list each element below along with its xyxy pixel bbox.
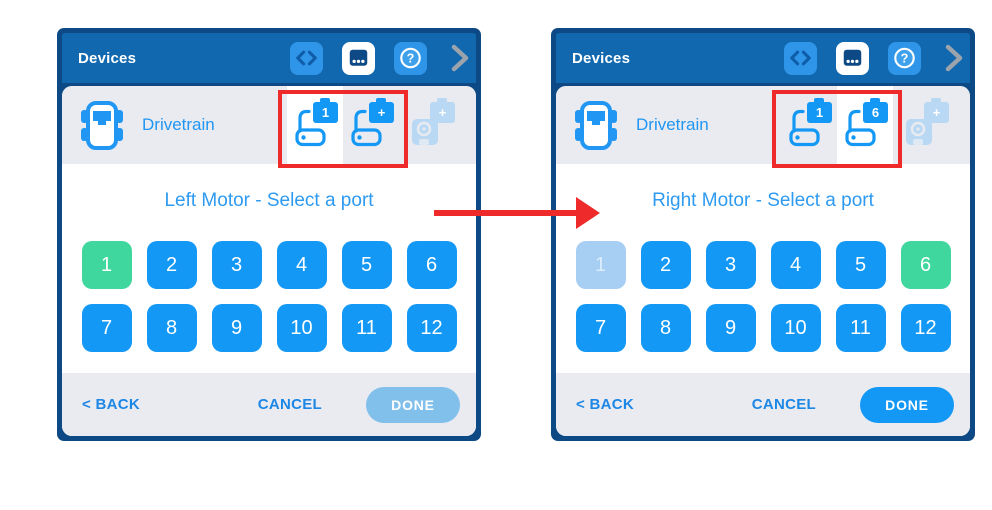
gyro-tab[interactable]: + <box>404 86 460 164</box>
cancel-button[interactable]: CANCEL <box>257 396 322 413</box>
dialog-footer: < BACK CANCEL DONE <box>556 373 970 436</box>
chevron-right-icon[interactable] <box>944 41 964 75</box>
port-button-12[interactable]: 12 <box>900 304 951 352</box>
brain-devices-icon[interactable] <box>342 41 375 75</box>
drivetrain-row[interactable]: Drivetrain 1 <box>556 86 970 168</box>
port-button-8[interactable]: 8 <box>146 304 197 352</box>
port-badge: 1 <box>313 98 338 123</box>
devices-header: Devices ? <box>62 33 476 83</box>
select-port-title: Right Motor - Select a port <box>652 190 874 211</box>
help-icon[interactable]: ? <box>888 41 921 75</box>
dialog-footer: < BACK CANCEL DONE <box>62 373 476 436</box>
port-button-5[interactable]: 5 <box>835 241 886 289</box>
motor-tab-2[interactable]: 6 <box>837 86 893 164</box>
cancel-button[interactable]: CANCEL <box>751 396 816 413</box>
motor-tab-2[interactable]: + <box>343 86 399 164</box>
question-glyph: ? <box>901 51 909 65</box>
devices-panel-left: Devices ? <box>57 28 481 441</box>
port-button-7[interactable]: 7 <box>81 304 132 352</box>
page-title: Devices <box>572 49 631 67</box>
devices-panel-right: Devices ? <box>551 28 975 441</box>
page-title: Devices <box>78 49 137 67</box>
drivetrain-icon <box>81 101 123 150</box>
port-button-4[interactable]: 4 <box>770 241 821 289</box>
port-button-1[interactable]: 1 <box>81 241 132 289</box>
port-button-7[interactable]: 7 <box>575 304 626 352</box>
port-button-2[interactable]: 2 <box>640 241 691 289</box>
select-port-title: Left Motor - Select a port <box>164 190 374 211</box>
motor-icon <box>295 109 326 147</box>
motor-icon <box>789 109 820 147</box>
port-button-9[interactable]: 9 <box>705 304 756 352</box>
port-button-8[interactable]: 8 <box>640 304 691 352</box>
port-button-4[interactable]: 4 <box>276 241 327 289</box>
gyro-tab[interactable]: + <box>898 86 954 164</box>
port-button-11[interactable]: 11 <box>835 304 886 352</box>
motor-tab-1[interactable]: 1 <box>781 86 837 164</box>
port-button-10[interactable]: 10 <box>276 304 327 352</box>
port-button-3[interactable]: 3 <box>211 241 262 289</box>
port-button-10[interactable]: 10 <box>770 304 821 352</box>
code-icon[interactable] <box>290 41 323 75</box>
port-button-11[interactable]: 11 <box>341 304 392 352</box>
port-button-6[interactable]: 6 <box>900 241 951 289</box>
device-config-card: Drivetrain 1 <box>556 86 970 436</box>
motor-icon <box>845 109 876 147</box>
back-button[interactable]: < BACK <box>82 396 141 413</box>
port-button-3[interactable]: 3 <box>705 241 756 289</box>
question-glyph: ? <box>407 51 415 65</box>
port-button-6[interactable]: 6 <box>406 241 457 289</box>
port-button-12[interactable]: 12 <box>406 304 457 352</box>
port-badge: + <box>369 98 394 123</box>
gyro-icon <box>906 119 932 145</box>
device-label: Drivetrain <box>636 115 709 134</box>
brain-devices-icon[interactable] <box>836 41 869 75</box>
drivetrain-icon <box>575 101 617 150</box>
device-port-tabs: 1 6 <box>781 86 954 164</box>
motor-icon <box>351 109 382 147</box>
help-icon[interactable]: ? <box>394 41 427 75</box>
gyro-icon <box>412 119 438 145</box>
port-badge: + <box>430 98 455 123</box>
back-button[interactable]: < BACK <box>576 396 635 413</box>
device-config-card: Drivetrain 1 <box>62 86 476 436</box>
drivetrain-row[interactable]: Drivetrain 1 <box>62 86 476 168</box>
code-icon[interactable] <box>784 41 817 75</box>
done-button[interactable]: DONE <box>366 386 460 423</box>
port-badge: + <box>924 98 949 123</box>
port-button-5[interactable]: 5 <box>341 241 392 289</box>
motor-tab-1[interactable]: 1 <box>287 86 343 164</box>
done-button[interactable]: DONE <box>860 386 954 423</box>
port-button-9[interactable]: 9 <box>211 304 262 352</box>
port-button-1: 1 <box>575 241 626 289</box>
chevron-right-icon[interactable] <box>450 41 470 75</box>
devices-header: Devices ? <box>556 33 970 83</box>
device-label: Drivetrain <box>142 115 215 134</box>
port-button-2[interactable]: 2 <box>146 241 197 289</box>
port-badge: 6 <box>863 98 888 123</box>
device-port-tabs: 1 + <box>287 86 460 164</box>
port-badge: 1 <box>807 98 832 123</box>
